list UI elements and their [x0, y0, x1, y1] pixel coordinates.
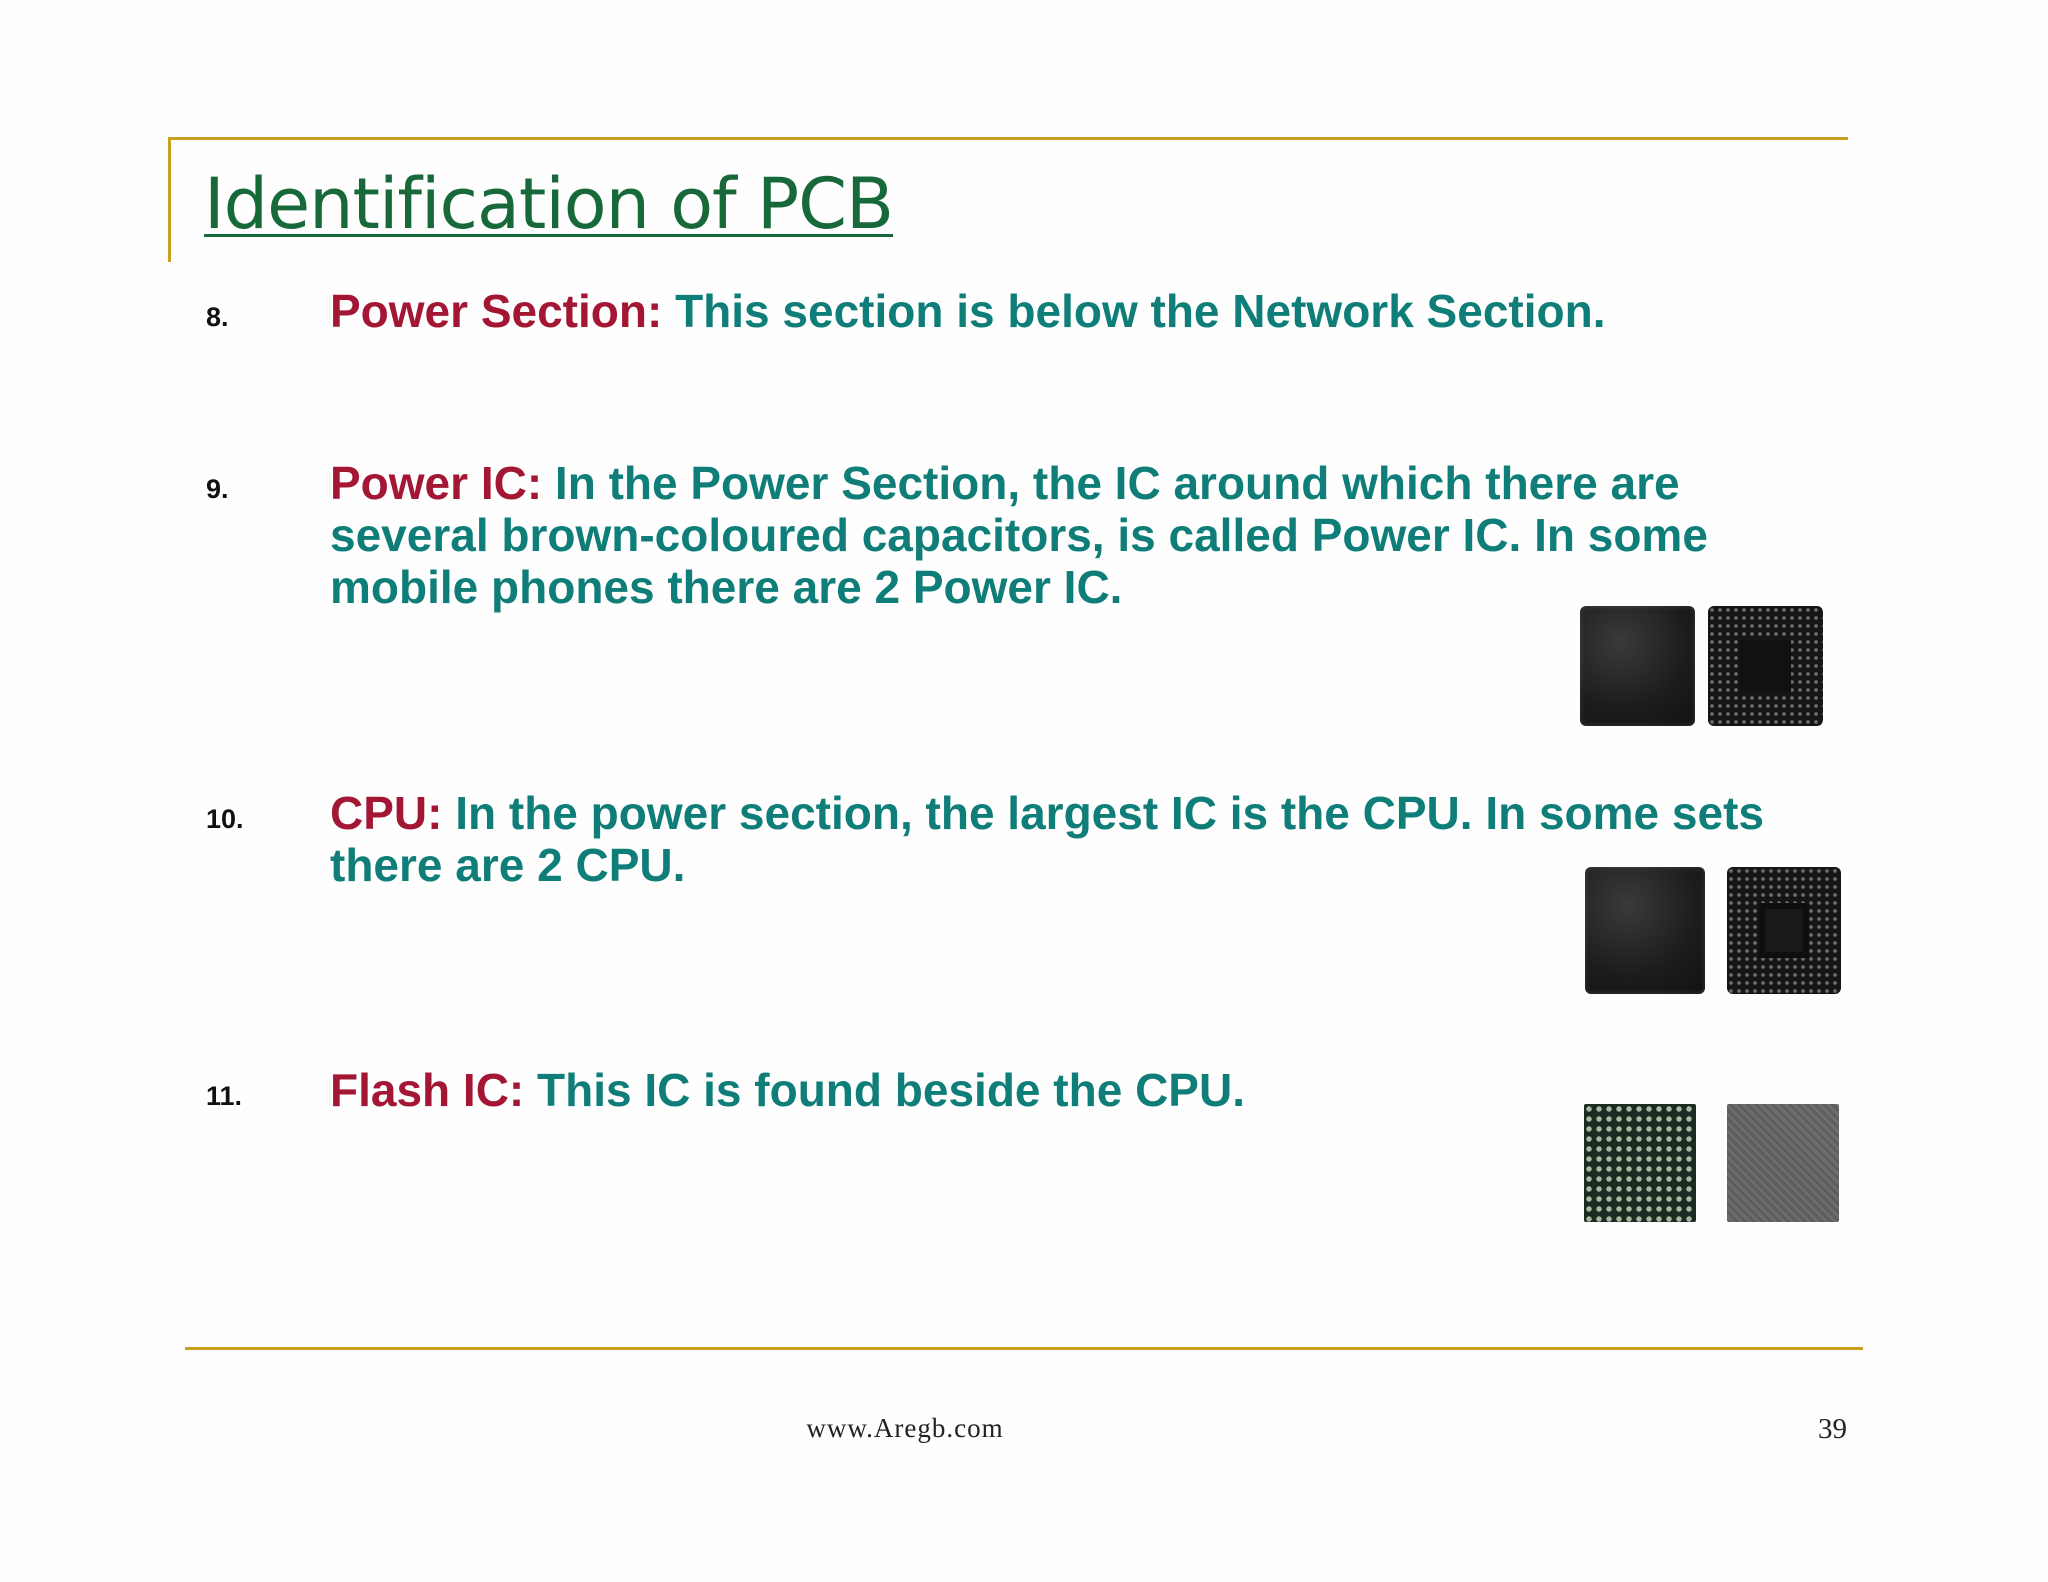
item-term: Power IC: [330, 457, 543, 509]
item-text: This IC is found beside the CPU. [524, 1064, 1245, 1116]
item-text: In the Power Section, the IC around whic… [330, 457, 1708, 613]
bottom-rule [185, 1347, 1863, 1350]
cpu-chip-top [1585, 867, 1705, 994]
chip-die-area [1758, 902, 1810, 959]
flash-ic-chip-bottom [1584, 1104, 1696, 1222]
list-item: CPU: In the power section, the largest I… [330, 787, 1830, 891]
item-number: 8. [206, 302, 229, 332]
chip-die-area [1740, 639, 1791, 693]
item-text: In the power section, the largest IC is … [330, 787, 1764, 891]
footer-url: www.Aregb.com [806, 1413, 1004, 1443]
item-term: Flash IC: [330, 1064, 525, 1116]
list-item: Power IC: In the Power Section, the IC a… [330, 457, 1830, 613]
slide-title: Identification of PCB [204, 163, 894, 245]
flash-ic-chip-top [1727, 1104, 1839, 1222]
item-term: Power Section: [330, 285, 663, 337]
cpu-chip-bottom [1727, 867, 1841, 994]
power-ic-chip-bottom [1708, 606, 1823, 726]
page-number: 39 [1818, 1413, 1847, 1445]
left-rule [168, 137, 171, 262]
item-number: 10. [206, 804, 244, 834]
list-item: Power Section: This section is below the… [330, 285, 1850, 337]
item-number: 9. [206, 474, 229, 504]
item-number: 11. [206, 1081, 243, 1111]
item-text: This section is below the Network Sectio… [662, 285, 1606, 337]
list-item: Flash IC: This IC is found beside the CP… [330, 1064, 1850, 1116]
item-term: CPU: [330, 787, 443, 839]
top-rule [168, 137, 1848, 140]
power-ic-chip-top [1580, 606, 1695, 726]
